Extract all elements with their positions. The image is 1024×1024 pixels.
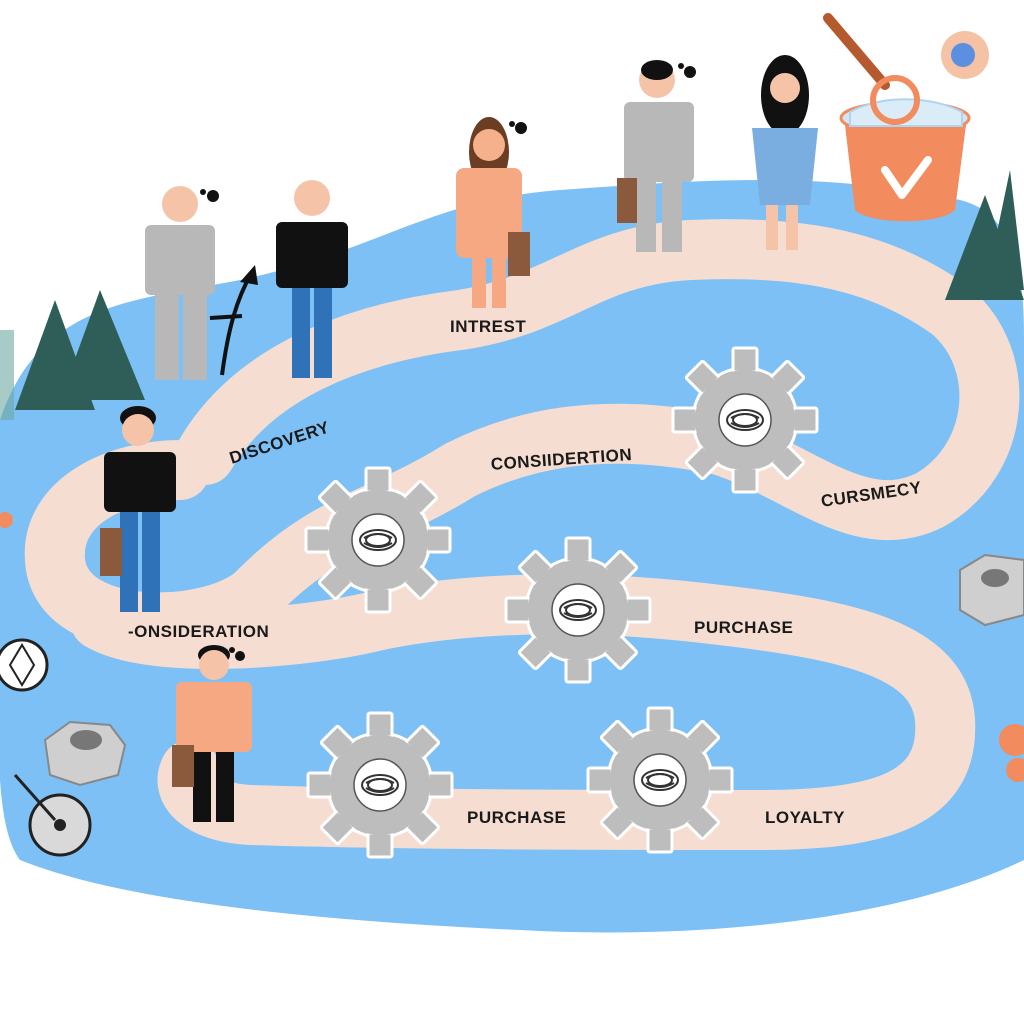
stage-label-loyalty: LOYALTY [765,808,845,827]
gear-icon [304,466,452,614]
person-icon [456,117,530,308]
nut-icon [959,553,1024,627]
person-icon [617,60,696,252]
stage-label-interest: INTREST [450,317,526,336]
person-icon [145,186,219,380]
compass-icon [13,774,92,857]
arrow-icon [209,265,258,376]
tree-icon [0,290,145,420]
gear-icon [586,706,734,854]
stage-label-purchase-bottom: PURCHASE [467,808,566,827]
person-icon [752,55,818,250]
stage-label-purchase-middle: PURCHASE [694,618,793,637]
gear-icon [671,346,819,494]
person-icon [100,406,176,612]
cartoon-badge-icon [941,31,989,79]
gear-icon [504,536,652,684]
person-icon [172,645,252,822]
decor-dots-icon [0,512,1024,782]
gear-icon [306,711,454,859]
person-icon [276,180,348,378]
nut-icon [43,720,127,787]
magnifier-icon [823,13,920,125]
tree-icon [945,170,1024,300]
small-gear-icon [0,638,49,692]
stage-label-consideration-lower: -ONSIDERATION [128,622,269,641]
